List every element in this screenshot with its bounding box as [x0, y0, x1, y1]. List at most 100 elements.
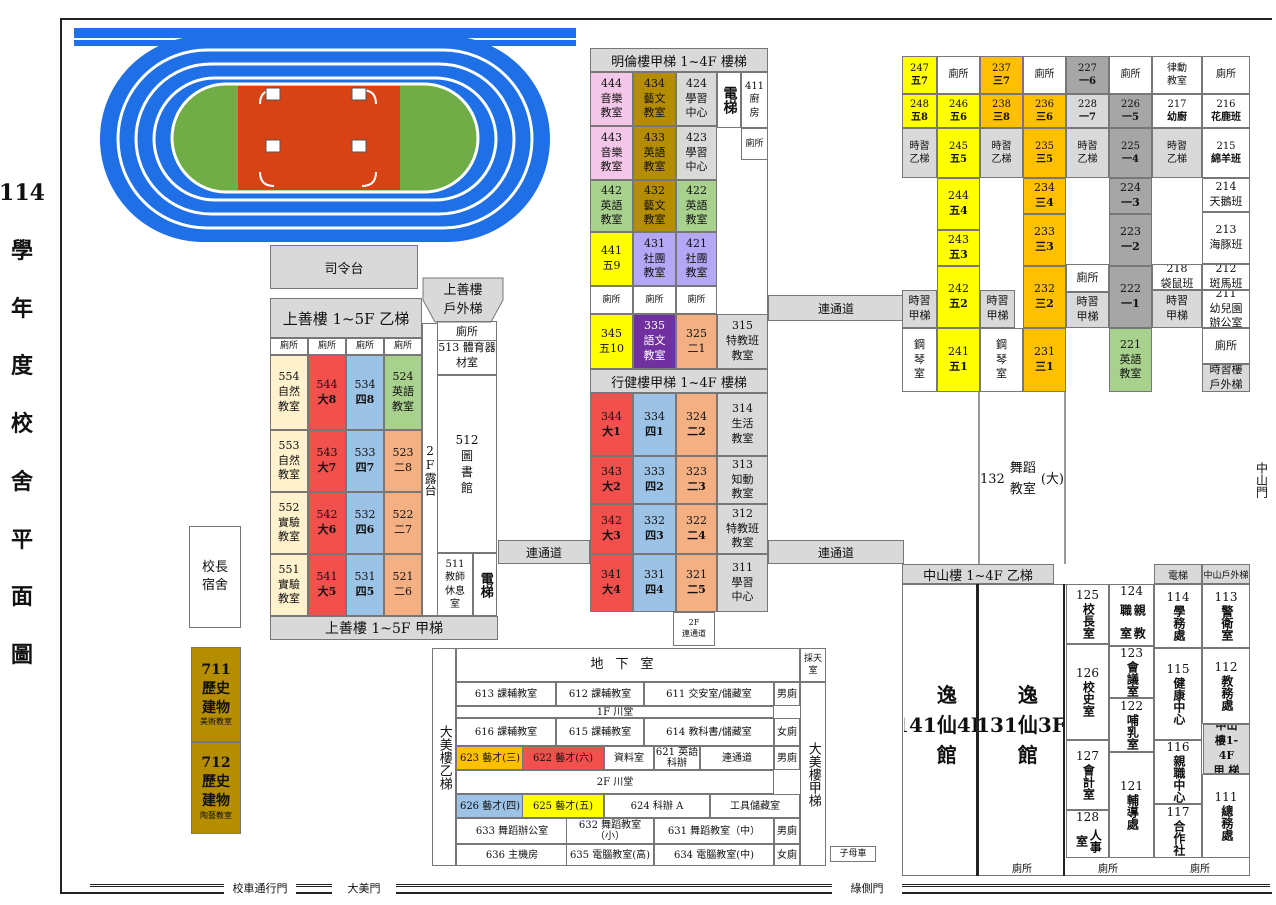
campus-border-bottom: [90, 884, 1270, 888]
zhongshan-toilet-mid: 廁所: [1066, 264, 1109, 292]
zhongshan-toilet-3: 廁所: [1190, 863, 1210, 875]
damei-room: 女廁: [774, 718, 800, 746]
damei-room: 611 交安室/儲藏室: [644, 682, 774, 706]
title-char: 度: [10, 353, 33, 380]
damei-room: 616 課輔教室: [456, 718, 556, 746]
zhongshan-toilet-2: 廁所: [1098, 863, 1118, 875]
podium: 司令台: [270, 245, 418, 289]
title-char: 學: [10, 237, 33, 264]
damei-room: 623 藝才(三): [456, 746, 524, 770]
zhongshan-hall-wall2: [1063, 584, 1065, 876]
shixi-stair: 時習甲梯: [1066, 292, 1109, 328]
title-char: 114: [0, 180, 45, 206]
room-141: 141逸仙館4F: [904, 683, 976, 767]
gate-school-bus: 校車通行門: [224, 880, 296, 896]
damei-room: 2F 川堂: [456, 770, 774, 794]
damei-room: 624 科辦 A: [604, 794, 710, 818]
zhongshan-hall-wall: [976, 584, 979, 876]
gate-side: 綠側門: [832, 880, 902, 896]
zhongshan-elevator: 電梯: [1154, 564, 1202, 584]
zhongshan-room: 廁所: [1202, 56, 1250, 94]
zhongshan-outdoor-stair: 中山戶外梯: [1202, 564, 1250, 584]
damei-room: 634 電腦教室(中): [654, 844, 774, 866]
principal-dorm: 校長宿舍: [189, 526, 241, 628]
zhongshan-room: 廁所: [1023, 56, 1066, 94]
zhongshan-room: 時習乙梯: [902, 128, 937, 178]
shangshan-outdoor-stair: [422, 277, 504, 323]
damei-stair-yi: 大美樓乙梯: [432, 648, 456, 866]
piano-room-1: 鋼琴室: [902, 328, 937, 392]
damei-room: 635 電腦教室(高): [566, 844, 654, 866]
damei-room: 625 藝才(五): [522, 794, 604, 818]
zhongshan-toilet-right: 廁所: [1202, 328, 1250, 364]
damei-room: 626 藝才(四): [456, 794, 524, 818]
basement: 地下室: [456, 648, 800, 682]
damei-room: 632 舞蹈教室（小）: [566, 818, 654, 844]
minglun-toilet: 廁所: [676, 286, 717, 314]
shixi-outdoor-stair: 時習樓戶外梯: [1202, 364, 1250, 392]
damei-stair-jia: 大美樓甲梯: [800, 682, 826, 866]
minglun-elevator: 電梯: [717, 72, 741, 128]
zhongshan-toilet-1: 廁所: [1012, 863, 1032, 875]
sports-field: [74, 28, 576, 242]
shangshan-toilet: 廁所: [270, 338, 308, 355]
damei-room: 612 課輔教室: [556, 682, 644, 706]
